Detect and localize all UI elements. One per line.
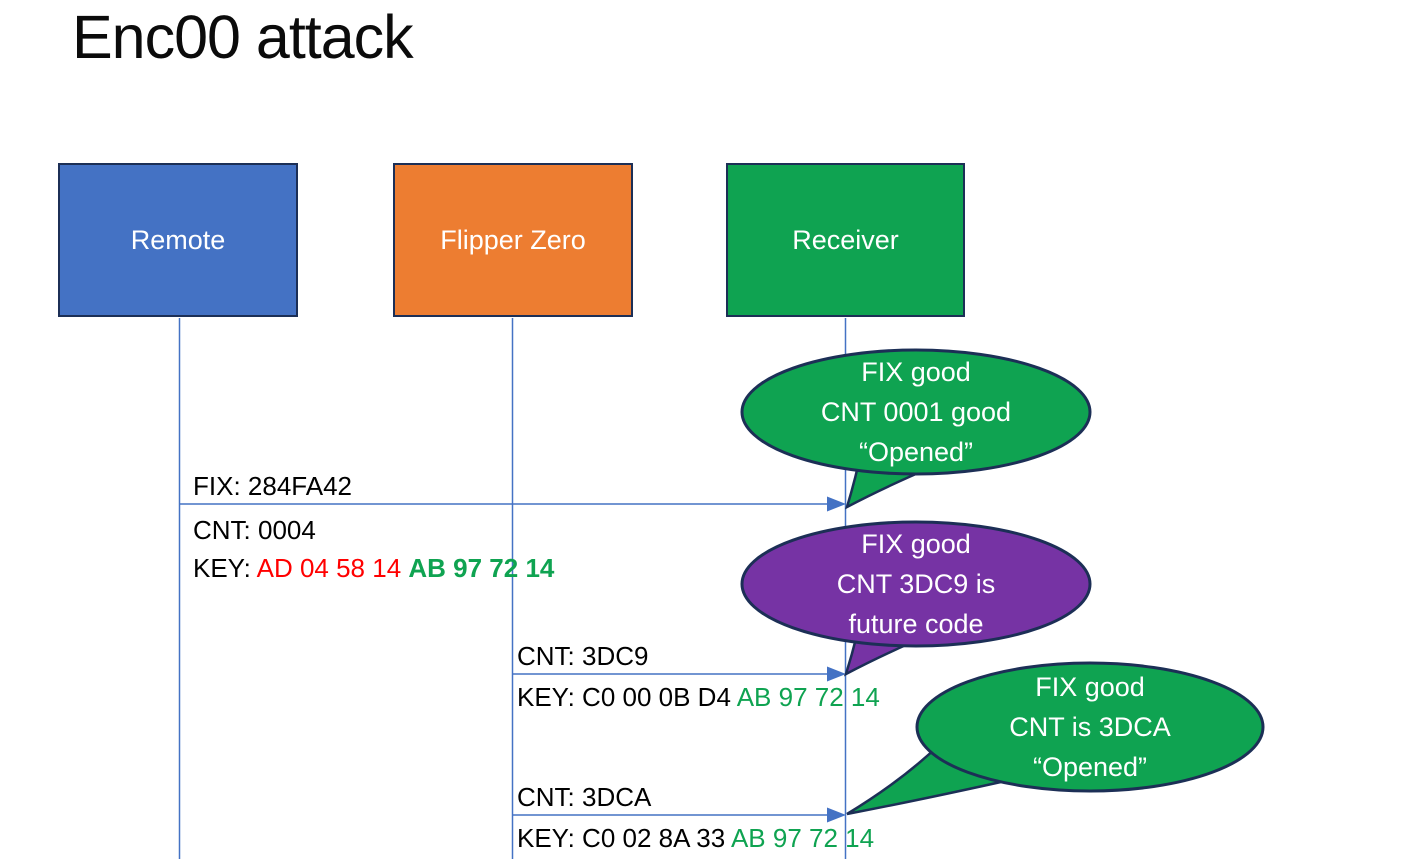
bubble-3-line-3: “Opened”	[1032, 752, 1148, 782]
bubble-3-line-1: FIX good	[1035, 672, 1145, 702]
bubble-3-text: FIX good CNT is 3DCA “Opened”	[940, 667, 1240, 787]
actor-label-remote: Remote	[130, 224, 226, 255]
text-segment: CNT: 0004	[193, 515, 316, 545]
actor-box-flipper-zero: Flipper Zero	[393, 163, 633, 317]
bubble-2-shape	[740, 520, 1092, 648]
actor-label-flipper-zero: Flipper Zero	[440, 224, 586, 255]
message-arrow-1-head	[827, 496, 846, 512]
bubble-2-line-1: FIX good	[861, 529, 971, 559]
bubble-3-shape	[915, 661, 1265, 793]
text-segment: KEY: C0 02 8A 33	[517, 823, 731, 853]
bubble-1-line-1: FIX good	[861, 357, 971, 387]
bubble-2-line-2: CNT 3DC9 is	[836, 569, 996, 599]
message-arrow-3-head	[827, 807, 846, 823]
message-1-key-line: KEY: AD 04 58 14 AB 97 72 14	[193, 549, 554, 587]
message-3-key-line: KEY: C0 02 8A 33 AB 97 72 14	[517, 823, 874, 853]
actor-box-remote: Remote	[58, 163, 298, 317]
message-1-cnt-line: CNT: 0004	[193, 511, 554, 549]
text-segment: AB 97 72 14	[408, 553, 555, 583]
message-arrow-2-head	[827, 666, 846, 682]
text-segment: AD 04 58 14	[256, 553, 409, 583]
text-segment: AB 97 72 14	[730, 823, 875, 853]
text-segment: KEY: C0 00 0B D4	[517, 682, 737, 712]
bubble-1-line-3: “Opened”	[858, 437, 974, 467]
text-segment: KEY:	[193, 553, 257, 583]
bubble-1-text: FIX good CNT 0001 good “Opened”	[766, 352, 1066, 472]
message-2-label-above: CNT: 3DC9	[517, 641, 649, 671]
message-3-label-above: CNT: 3DCA	[517, 782, 652, 812]
bubble-3-line-2: CNT is 3DCA	[1009, 712, 1171, 742]
message-1-label-above: FIX: 284FA42	[193, 471, 352, 501]
bubble-2-line-3: future code	[848, 609, 984, 639]
slide-title: Enc00 attack	[72, 3, 414, 71]
bubble-1-shape	[740, 348, 1092, 476]
text-segment: AB 97 72 14	[736, 682, 880, 712]
bubble-2-text: FIX good CNT 3DC9 is future code	[766, 524, 1066, 644]
message-2-key-line: KEY: C0 00 0B D4 AB 97 72 14	[517, 682, 880, 712]
bubble-1-line-2: CNT 0001 good	[820, 397, 1012, 427]
actor-label-receiver: Receiver	[792, 224, 899, 255]
message-1-label-below: CNT: 0004 KEY: AD 04 58 14 AB 97 72 14	[193, 511, 554, 587]
actor-box-receiver: Receiver	[726, 163, 965, 317]
